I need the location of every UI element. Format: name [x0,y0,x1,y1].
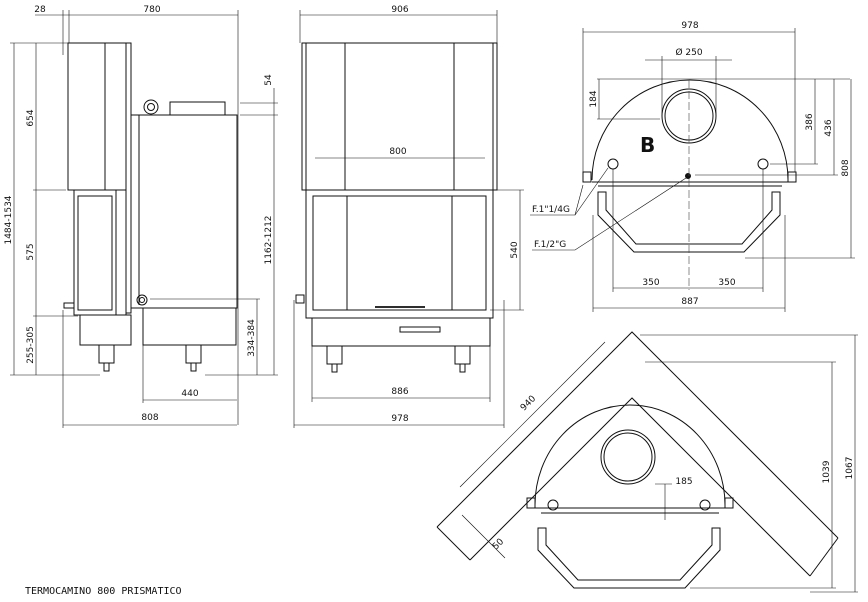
side-body [130,114,238,309]
side-view: 28 780 1484-1534 654 575 255-305 54 1162… [4,5,278,428]
dim-978: 978 [391,414,408,424]
label-b: B [640,133,655,157]
dim-886: 886 [391,387,408,397]
dim-334-384: 334-384 [247,319,257,357]
front-leg [326,345,343,365]
side-hood [67,42,127,191]
corner-glass-front [537,527,721,589]
dim-255-305: 255-305 [26,326,36,364]
dim-808-top: 808 [841,159,851,176]
side-firebox [73,189,127,316]
side-leg [98,344,115,364]
dim-54: 54 [264,74,274,86]
dim-50: 50 [491,537,506,552]
dim-185: 185 [675,477,692,487]
corner-wall-inner [469,397,811,577]
dim-887: 887 [681,297,698,307]
connection-label-1-2: F.1/2"G [534,240,566,250]
dim-436: 436 [824,119,834,136]
corner-view: 940 50 185 1039 1067 [436,331,858,593]
dim-808: 808 [141,413,158,423]
connection-label-1-1-4: F.1"1/4G [532,205,570,215]
front-firebox [305,189,494,319]
corner-flue-outlet [600,429,656,485]
corner-semicircle [534,404,726,506]
dim-diameter-250: Ø 250 [675,47,702,58]
dim-350-left: 350 [642,278,659,288]
front-view: 906 800 540 886 978 [293,5,524,428]
dim-440: 440 [181,389,198,399]
top-view: B 978 Ø 250 184 386 436 808 350 350 887 … [530,21,855,312]
front-controls [399,326,441,333]
dim-575: 575 [26,243,36,260]
top-semicircle [591,79,789,181]
front-hood [301,42,498,191]
dim-780: 780 [143,5,160,15]
dim-386: 386 [805,113,815,130]
side-fan-circle [143,99,159,115]
dim-978-top: 978 [681,21,698,31]
dim-940: 940 [519,394,538,413]
dim-1162-1212: 1162-1212 [264,215,274,264]
dim-654: 654 [26,109,36,126]
dim-540: 540 [510,241,520,258]
dim-906: 906 [391,5,408,15]
dim-184: 184 [589,90,599,107]
dim-1039: 1039 [822,460,832,483]
corner-wall-outer [436,331,839,539]
dim-1484-1534: 1484-1534 [4,195,14,244]
front-leg [454,345,471,365]
dim-28: 28 [34,5,46,15]
side-leg [185,344,202,364]
dim-800: 800 [389,147,406,157]
top-glass-front [597,191,781,253]
drawing-title: TERMOCAMINO 800 PRISMATICO [25,586,182,597]
dim-350-right: 350 [718,278,735,288]
dim-1067: 1067 [845,457,855,480]
